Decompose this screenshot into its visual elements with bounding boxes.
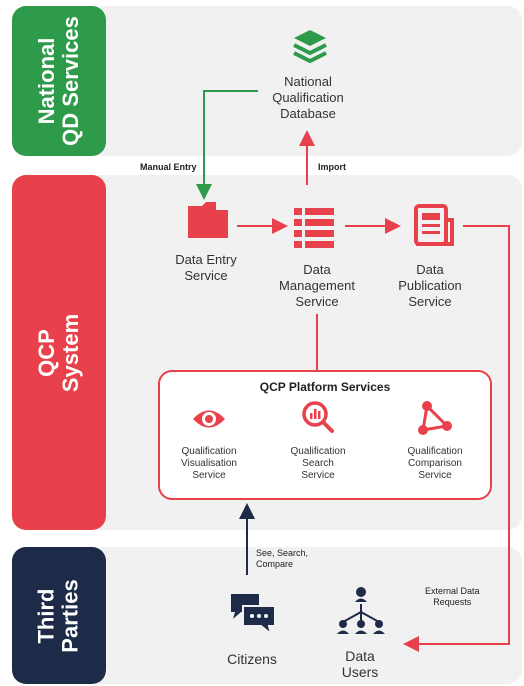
manual-entry-arrow bbox=[196, 90, 258, 200]
manual-entry-label: Manual Entry bbox=[140, 162, 197, 172]
network-users-icon bbox=[337, 587, 385, 634]
search-chart-icon bbox=[302, 401, 334, 433]
triangle-nodes-icon bbox=[418, 401, 452, 435]
chat-bubbles-icon bbox=[231, 594, 276, 636]
external-data-arrow bbox=[403, 225, 510, 652]
see-search-compare-label: See, Search,Compare bbox=[256, 548, 309, 569]
database-stack-icon bbox=[293, 30, 327, 64]
import-label: Import bbox=[318, 162, 346, 172]
newspaper-icon bbox=[414, 204, 454, 246]
platform-services-box: QCP Platform Services bbox=[158, 370, 492, 500]
platform-title: QCP Platform Services bbox=[259, 380, 391, 394]
folder-icon bbox=[188, 202, 228, 238]
eye-icon bbox=[193, 410, 225, 428]
citizens-label: Citizens bbox=[227, 651, 277, 667]
list-icon bbox=[294, 208, 334, 248]
